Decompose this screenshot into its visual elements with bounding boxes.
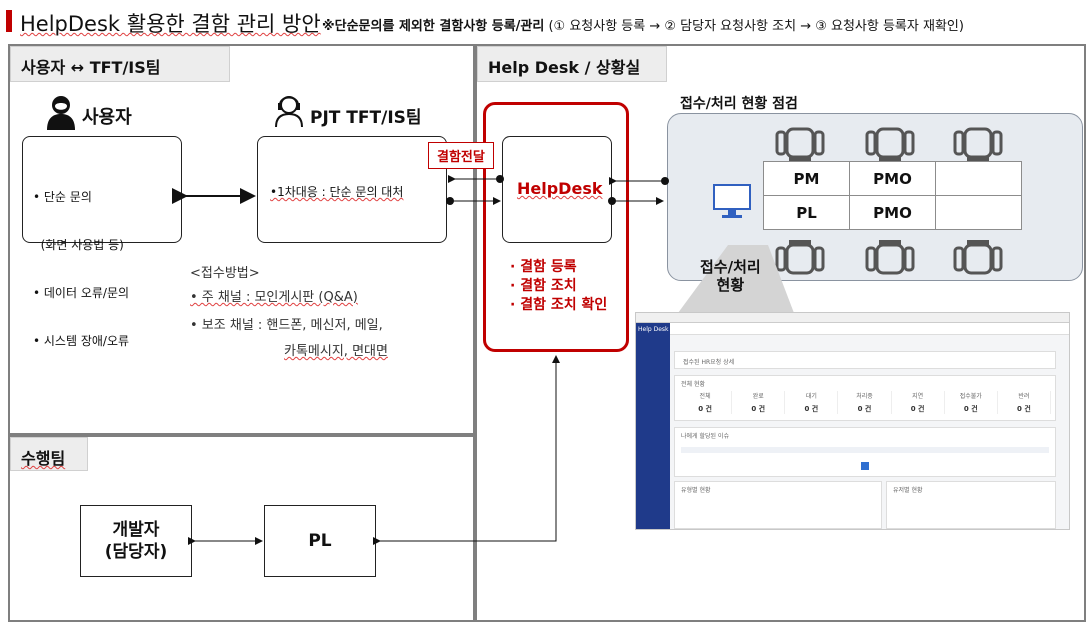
app-team-card: 유저별 현황 bbox=[886, 481, 1056, 529]
developer-box: 개발자 (담당자) bbox=[80, 505, 192, 577]
app-stat-cell: 지연 0 건 bbox=[892, 391, 945, 414]
app-mine-title: 나에게 할당된 이슈 bbox=[681, 433, 729, 440]
table-cell: PMO bbox=[849, 195, 936, 230]
app-stat-value: 0 건 bbox=[963, 405, 978, 413]
app-stat-cell: 처리중 0 건 bbox=[838, 391, 892, 414]
user-label: 사용자 bbox=[82, 107, 132, 128]
app-sidebar: Help Desk bbox=[636, 323, 670, 529]
page-subtitle: ※단순문의를 제외한 결함사항 등록/관리 (① 요청사항 등록 → ② 담당자… bbox=[322, 19, 964, 34]
pl-helpdesk-arrow bbox=[373, 355, 560, 545]
helpdesk-tab: Help Desk / 상황실 bbox=[477, 46, 667, 82]
table-cell: PM bbox=[763, 161, 850, 196]
support-agent-icon bbox=[275, 96, 303, 128]
app-stat-cell: 접수불가 0 건 bbox=[945, 391, 998, 414]
action-item: · 결함 조치 확인 bbox=[510, 297, 608, 313]
team-tab: 수행팀 bbox=[10, 437, 88, 471]
app-stat-value: 0 건 bbox=[857, 405, 872, 413]
app-stat-value: 0 건 bbox=[751, 405, 766, 413]
method-sub2: 카톡메시지, 면대면 bbox=[284, 344, 388, 359]
user-item: • 단순 문의 bbox=[33, 190, 92, 204]
tft-item: •1차대응 : 단순 문의 대처 bbox=[270, 185, 404, 199]
table-cell: PL bbox=[763, 195, 850, 230]
app-stat-label: 처리중 bbox=[856, 393, 873, 400]
app-stat-value: 0 건 bbox=[910, 405, 925, 413]
app-stat-label: 반려 bbox=[1018, 393, 1030, 400]
user-item: • 데이터 오류/문의 bbox=[33, 286, 130, 300]
status-title: 접수/처리 현황 점검 bbox=[680, 96, 798, 112]
method-title: <접수방법> bbox=[190, 266, 260, 281]
app-stat-cell: 완료 0 건 bbox=[732, 391, 786, 414]
status-caption: 접수/처리 현황 bbox=[700, 258, 761, 294]
app-headline-card: 접수된 HR요청 상세 bbox=[674, 351, 1056, 369]
app-team-title: 유저별 현황 bbox=[893, 487, 923, 494]
app-header bbox=[670, 323, 1069, 335]
app-stat-label: 지연 bbox=[912, 393, 924, 400]
user-tft-tab: 사용자 ↔ TFT/IS팀 bbox=[10, 46, 230, 82]
app-headline: 접수된 HR요청 상세 bbox=[683, 359, 735, 366]
helpdesk-box: HelpDesk bbox=[502, 136, 612, 243]
pl-box: PL bbox=[264, 505, 376, 577]
action-item: · 결함 조치 bbox=[510, 278, 577, 294]
app-stat-cell: 전체 0 건 bbox=[679, 391, 733, 414]
user-icon bbox=[47, 96, 75, 130]
tft-box: •1차대응 : 단순 문의 대처 bbox=[257, 136, 447, 243]
app-type-title: 유형별 현황 bbox=[681, 487, 711, 494]
projection-beam bbox=[678, 245, 794, 313]
app-stat-label: 완료 bbox=[752, 393, 764, 400]
helpdesk-highlight bbox=[483, 102, 629, 352]
app-stat-label: 전체 bbox=[699, 393, 711, 400]
user-item: • 시스템 장애/오류 bbox=[33, 334, 130, 348]
page-title: HelpDesk 활용한 결함 관리 방안 bbox=[20, 12, 321, 36]
title-accent-bar bbox=[6, 10, 12, 32]
method-main: • 주 채널 : 모인게시판 (Q&A) bbox=[190, 290, 358, 305]
monitor-icon bbox=[713, 184, 751, 218]
app-name: Help Desk bbox=[638, 326, 669, 333]
method-sub1: • 보조 채널 : 핸드폰, 메신저, 메일, bbox=[190, 318, 383, 333]
tft-label: PJT TFT/IS팀 bbox=[310, 108, 422, 128]
app-stat-value: 0 건 bbox=[804, 405, 819, 413]
status-table: PM PMO PL PMO bbox=[763, 161, 1022, 230]
table-cell bbox=[935, 195, 1022, 230]
helpdesk-actions: · 결함 등록 · 결함 조치 · 결함 조치 확인 bbox=[510, 258, 607, 315]
app-stat-value: 0 건 bbox=[698, 405, 712, 413]
helpdesk-label: HelpDesk bbox=[517, 179, 603, 198]
action-item: · 결함 등록 bbox=[510, 259, 577, 275]
app-stat-cell: 반려 0 건 bbox=[998, 391, 1051, 414]
defect-transfer-label: 결함전달 bbox=[428, 142, 494, 169]
app-stat-cell: 대기 0 건 bbox=[785, 391, 839, 414]
app-browser-bar bbox=[636, 313, 1069, 323]
app-type-card: 유형별 현황 bbox=[674, 481, 882, 529]
app-stat-label: 접수불가 bbox=[959, 393, 982, 400]
user-box: • 단순 문의 (화면 사용법 등) • 데이터 오류/문의 • 시스템 장애/… bbox=[22, 136, 182, 348]
app-overall-title: 전체 현황 bbox=[681, 381, 705, 388]
table-cell: PMO bbox=[849, 161, 936, 196]
app-stat-value: 0 건 bbox=[1017, 405, 1031, 413]
user-item: (화면 사용법 등) bbox=[33, 238, 124, 252]
app-mine-card: 나에게 할당된 이슈 bbox=[674, 427, 1056, 477]
app-stat-label: 대기 bbox=[805, 393, 817, 400]
